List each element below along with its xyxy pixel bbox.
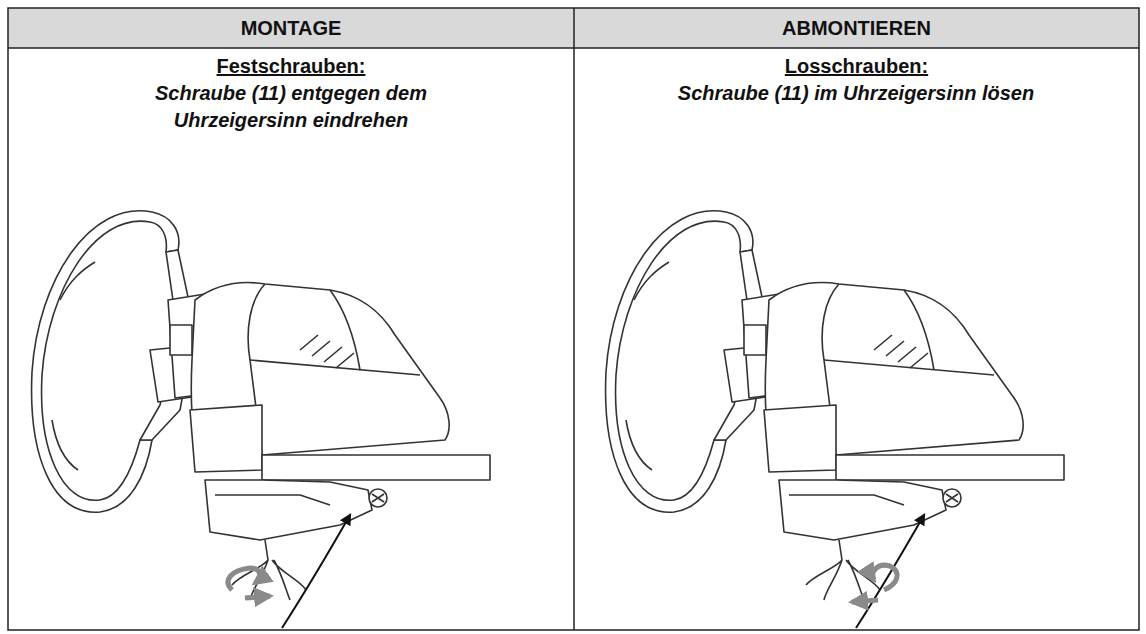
step-heading: Festschrauben: [8,53,574,79]
column-header: MONTAGE [8,8,574,48]
rotation-arrow [873,565,897,590]
column-header: ABMONTIEREN [574,8,1139,48]
step-instruction: Schraube (11) entgegen dem Uhrzeigersinn… [111,80,471,134]
rotation-arrow [852,600,878,602]
rotation-arrow [228,568,260,590]
table-border [8,8,1139,630]
wheel-illustration [606,211,1064,600]
direction-arrow [282,515,350,628]
wheel-illustration [32,211,490,600]
rotation-arrow [245,596,270,598]
column-rule [573,8,575,630]
step-heading: Losschrauben: [574,53,1139,79]
direction-arrow [856,515,924,628]
step-instruction: Schraube (11) im Uhrzeigersinn lösen [676,80,1036,107]
